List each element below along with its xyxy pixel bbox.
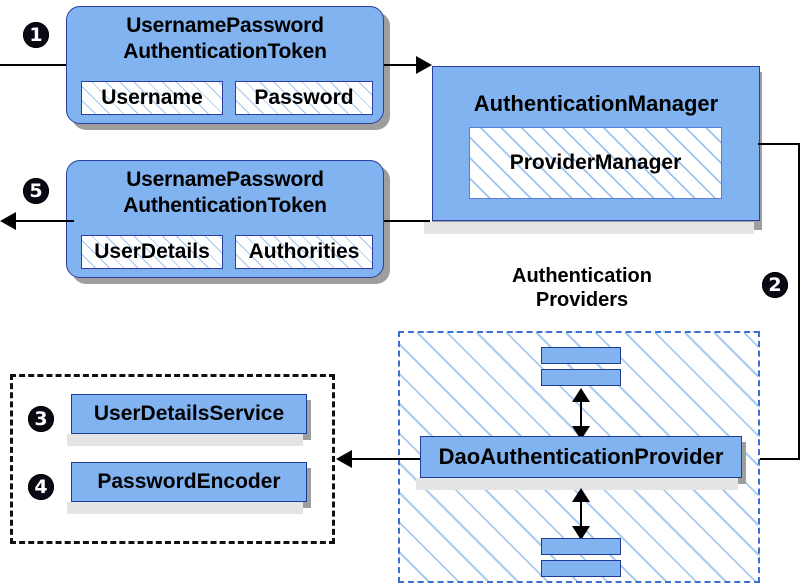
step-badge-1: 1	[23, 22, 49, 48]
arrowhead-response-out	[0, 212, 16, 230]
dao-provider-shadow-light	[416, 478, 738, 490]
password-encoder[interactable]: PasswordEncoder	[71, 462, 307, 502]
connector-dao-to-dependencies	[352, 458, 420, 460]
arrowhead-chain-bottom-up	[572, 488, 590, 502]
authentication-manager-title: AuthenticationManager	[473, 91, 719, 116]
arrowhead-chain-bottom-down	[572, 526, 590, 540]
request-token-title-line1: UsernamePassword	[126, 14, 324, 37]
connector-manager-to-response-token	[384, 220, 430, 222]
provider-placeholder-bottom-1[interactable]	[541, 538, 621, 555]
connector-response-out	[16, 220, 74, 222]
provider-placeholder-top-2[interactable]	[541, 369, 621, 386]
request-token-title-line2: AuthenticationToken	[123, 40, 327, 63]
connector-manager-right	[758, 143, 800, 145]
dao-authentication-provider[interactable]: DaoAuthenticationProvider	[420, 436, 742, 478]
provider-placeholder-bottom-2[interactable]	[541, 560, 621, 577]
step-badge-2: 2	[762, 272, 788, 298]
step-badge-5: 5	[23, 178, 49, 204]
providers-group-title-line2: Providers	[535, 289, 629, 311]
arrowhead-to-dependencies	[336, 450, 352, 468]
response-token-slot-authorities[interactable]: Authorities	[235, 235, 373, 269]
password-encoder-shadow-light	[67, 502, 303, 514]
response-token-title-line1: UsernamePassword	[126, 168, 324, 191]
connector-request-in	[0, 64, 74, 66]
response-token-title-line2: AuthenticationToken	[123, 194, 327, 217]
provider-manager-box[interactable]: ProviderManager	[469, 127, 722, 199]
step-badge-4: 4	[28, 474, 54, 500]
authentication-manager-shadow-light	[424, 222, 754, 234]
connector-token-to-manager	[384, 64, 420, 66]
connector-provider-chain-bottom	[580, 492, 582, 534]
request-token-slot-password[interactable]: Password	[235, 81, 373, 115]
authentication-manager-card[interactable]: AuthenticationManager ProviderManager	[432, 66, 760, 221]
providers-group-title-line1: Authentication	[512, 265, 652, 287]
arrowhead-chain-top-up	[572, 388, 590, 402]
connector-provider-chain-top	[580, 392, 582, 434]
response-token-card[interactable]: UsernamePassword AuthenticationToken Use…	[66, 160, 384, 278]
provider-placeholder-top-1[interactable]	[541, 347, 621, 364]
response-token-slot-userdetails[interactable]: UserDetails	[81, 235, 223, 269]
step-badge-3: 3	[28, 406, 54, 432]
request-token-card[interactable]: UsernamePassword AuthenticationToken Use…	[66, 6, 384, 124]
connector-right-down	[798, 143, 800, 459]
user-details-service[interactable]: UserDetailsService	[71, 394, 307, 434]
arrowhead-to-manager	[416, 56, 432, 74]
request-token-slot-username[interactable]: Username	[81, 81, 223, 115]
user-details-service-shadow-light	[67, 434, 303, 446]
